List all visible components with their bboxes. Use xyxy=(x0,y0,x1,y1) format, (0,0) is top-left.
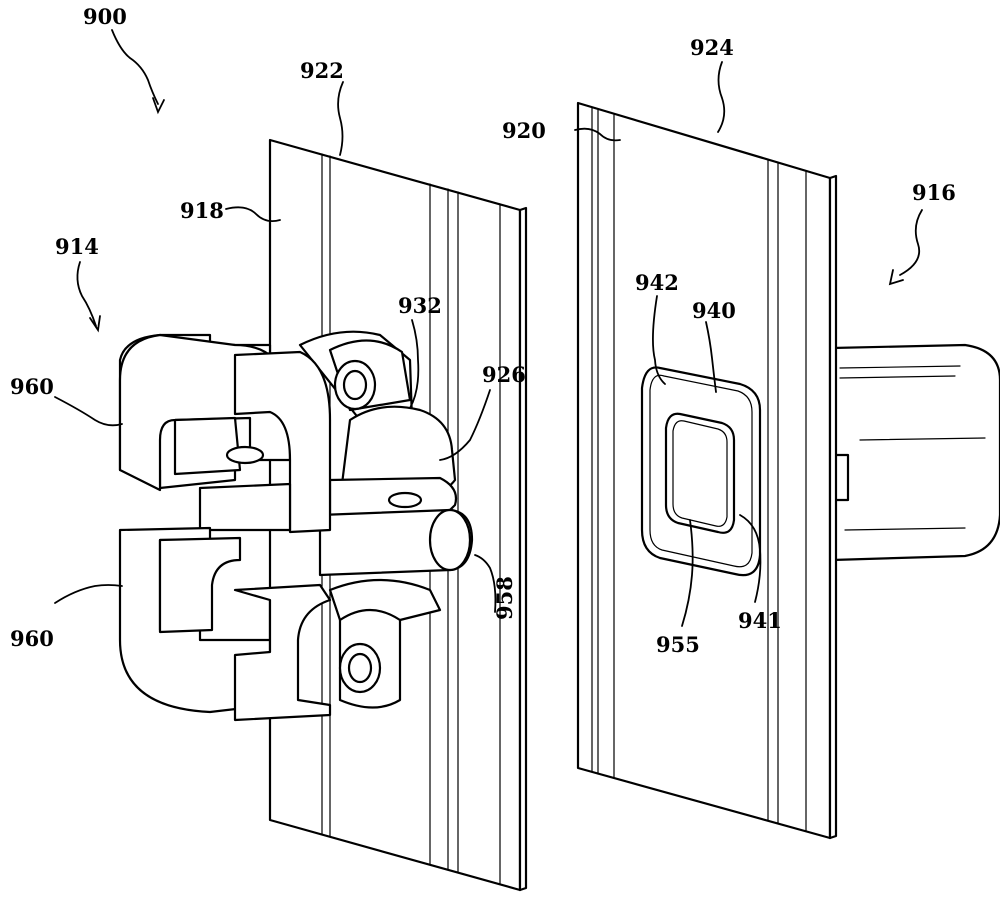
assembly-leader xyxy=(111,29,159,105)
label-hinge-boss: 926 xyxy=(482,362,526,387)
leader-lines xyxy=(54,29,923,627)
label-mount-side: 916 xyxy=(912,180,956,205)
mount-block xyxy=(830,343,1000,562)
label-plate-rim: 942 xyxy=(635,270,679,295)
label-pivot-pin: 958 xyxy=(492,576,517,620)
label-right-panel-top: 924 xyxy=(690,35,734,60)
label-left-panel: 918 xyxy=(180,198,224,223)
hinge-assembly xyxy=(118,330,474,722)
label-hinge-side: 914 xyxy=(55,234,99,259)
reference-numerals: 900 922 924 920 918 916 914 932 926 940 … xyxy=(10,4,956,657)
label-clip-lower: 960 xyxy=(10,626,54,651)
label-recess: 955 xyxy=(656,632,700,657)
label-hinge-arm: 932 xyxy=(398,293,442,318)
label-plate-inner: 941 xyxy=(738,608,782,633)
label-clip-upper: 960 xyxy=(10,374,54,399)
mounting-plate xyxy=(640,366,762,577)
label-left-panel-top: 922 xyxy=(300,58,344,83)
label-assembly: 900 xyxy=(83,4,127,29)
label-right-panel: 920 xyxy=(502,118,546,143)
label-plate-outer: 940 xyxy=(692,298,736,323)
assembly-arrowhead xyxy=(152,97,165,115)
